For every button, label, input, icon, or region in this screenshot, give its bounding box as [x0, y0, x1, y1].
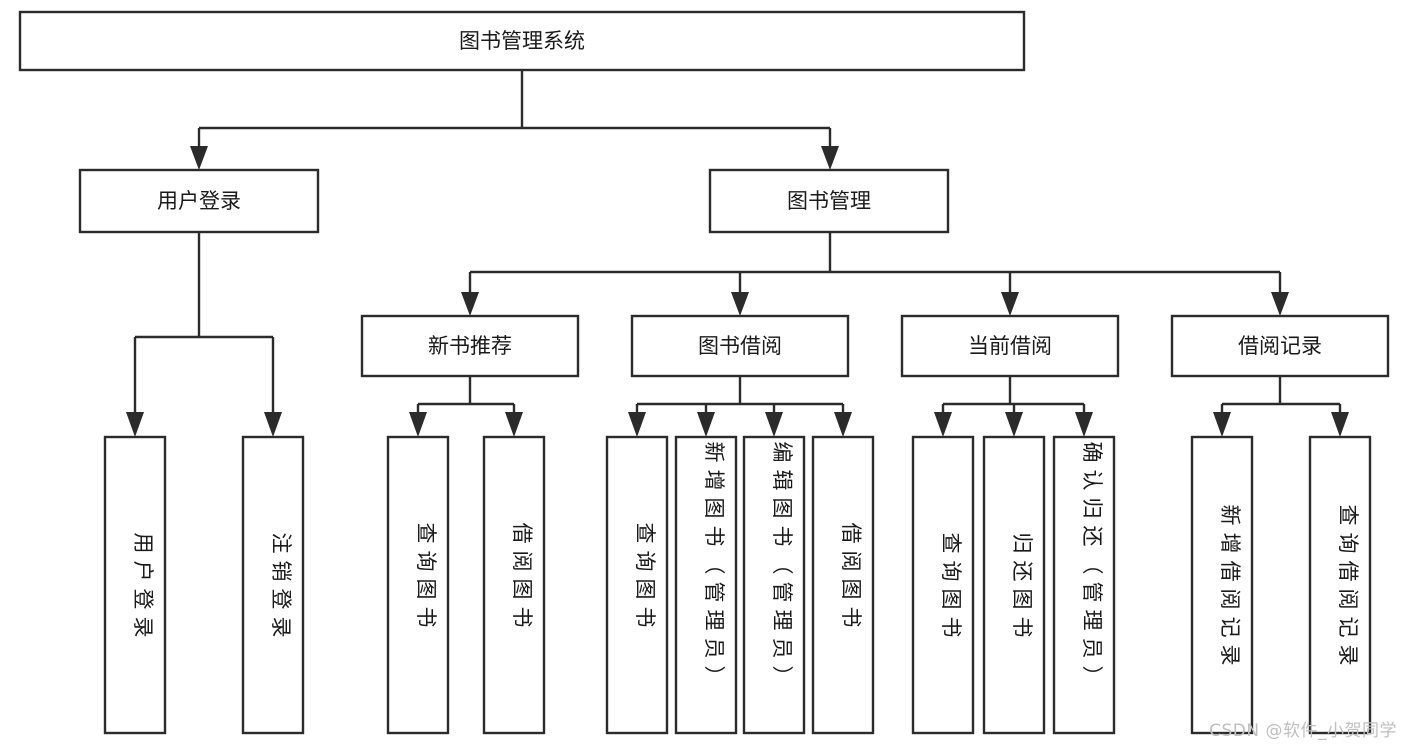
node-leaf-query-book-2-box[interactable] — [605, 435, 669, 735]
node-leaf-add-borrow-record[interactable]: 新增借阅记录 — [1190, 435, 1254, 735]
arrow-head-leaf-query-borrow-record — [1331, 412, 1349, 437]
node-borrow-record[interactable]: 借阅记录 — [1170, 314, 1390, 378]
node-leaf-edit-book[interactable]: 编辑图书（管理员） — [742, 435, 806, 735]
arrow-head-book-borrow — [731, 292, 749, 316]
node-leaf-borrow-book-2-label: 借阅图书 — [839, 523, 863, 628]
node-leaf-confirm-return-box[interactable] — [1052, 435, 1116, 735]
node-leaf-user-login[interactable]: 用户登录 — [103, 435, 167, 735]
arrow-head-user-login — [190, 146, 208, 170]
node-leaf-confirm-return-label: 确认归还（管理员） — [1080, 442, 1104, 687]
node-leaf-add-borrow-record-label: 新增借阅记录 — [1218, 505, 1242, 666]
node-leaf-borrow-book-1[interactable]: 借阅图书 — [482, 435, 546, 735]
node-leaf-query-book-1-label: 查询图书 — [414, 523, 438, 628]
arrow-head-leaf-query-book-1 — [409, 412, 427, 437]
node-root-label: 图书管理系统 — [459, 29, 585, 53]
arrow-head-leaf-add-book — [697, 412, 715, 437]
node-current-borrow-label: 当前借阅 — [968, 334, 1052, 358]
node-new-book-recommend-label: 新书推荐 — [428, 334, 512, 358]
node-leaf-borrow-book-2[interactable]: 借阅图书 — [811, 435, 875, 735]
node-leaf-return-book-box[interactable] — [982, 435, 1046, 735]
node-leaf-borrow-book-1-label: 借阅图书 — [510, 523, 534, 628]
arrow-head-leaf-user-login — [126, 412, 144, 437]
arrow-head-leaf-return-book — [1005, 412, 1023, 437]
node-root-box[interactable] — [18, 10, 1026, 72]
node-leaf-user-login-label: 用户登录 — [131, 533, 155, 638]
node-leaf-query-borrow-record-label: 查询借阅记录 — [1336, 505, 1360, 666]
node-leaf-borrow-book-2-box[interactable] — [811, 435, 875, 735]
node-leaf-add-book-box[interactable] — [674, 435, 738, 735]
node-leaf-edit-book-label: 编辑图书（管理员） — [770, 442, 794, 687]
node-borrow-record-label: 借阅记录 — [1238, 334, 1322, 358]
node-new-book-recommend-box[interactable] — [360, 314, 580, 378]
node-book-manage-box[interactable] — [708, 168, 950, 234]
node-leaf-return-book-label: 归还图书 — [1010, 533, 1034, 638]
node-user-login-box[interactable] — [78, 168, 320, 234]
arrow-head-leaf-query-book-2 — [628, 412, 646, 437]
node-leaf-query-book-1[interactable]: 查询图书 — [386, 435, 450, 735]
arrow-head-borrow-record — [1271, 292, 1289, 316]
node-leaf-add-book-label: 新增图书（管理员） — [702, 442, 726, 687]
node-leaf-return-book[interactable]: 归还图书 — [982, 435, 1046, 735]
arrow-head-leaf-query-book-3 — [934, 412, 952, 437]
node-leaf-query-book-3-label: 查询图书 — [939, 533, 963, 638]
node-leaf-query-borrow-record-box[interactable] — [1308, 435, 1372, 735]
node-new-book-recommend[interactable]: 新书推荐 — [360, 314, 580, 378]
arrow-head-leaf-borrow-book-2 — [834, 412, 852, 437]
node-book-borrow[interactable]: 图书借阅 — [630, 314, 850, 378]
node-leaf-query-book-3[interactable]: 查询图书 — [911, 435, 975, 735]
node-leaf-add-book[interactable]: 新增图书（管理员） — [674, 435, 738, 735]
node-leaf-user-login-box[interactable] — [103, 435, 167, 735]
node-leaf-user-logout-label: 注销登录 — [269, 533, 293, 638]
node-book-manage[interactable]: 图书管理 — [708, 168, 950, 234]
node-current-borrow-box[interactable] — [900, 314, 1120, 378]
arrow-head-leaf-user-logout — [264, 412, 282, 437]
node-root[interactable]: 图书管理系统 — [18, 10, 1026, 72]
node-leaf-edit-book-box[interactable] — [742, 435, 806, 735]
node-leaf-query-book-1-box[interactable] — [386, 435, 450, 735]
node-leaf-add-borrow-record-box[interactable] — [1190, 435, 1254, 735]
arrow-head-leaf-borrow-book-1 — [505, 412, 523, 437]
node-user-login-label: 用户登录 — [157, 189, 241, 213]
arrow-head-leaf-add-borrow-record — [1213, 412, 1231, 437]
arrow-head-leaf-confirm-return — [1075, 412, 1093, 437]
node-leaf-user-logout-box[interactable] — [241, 435, 305, 735]
node-book-borrow-box[interactable] — [630, 314, 850, 378]
node-book-borrow-label: 图书借阅 — [698, 334, 782, 358]
node-current-borrow[interactable]: 当前借阅 — [900, 314, 1120, 378]
node-leaf-query-book-2-label: 查询图书 — [633, 523, 657, 628]
node-leaf-borrow-book-1-box[interactable] — [482, 435, 546, 735]
arrow-head-new-book-recommend — [461, 292, 479, 316]
arrow-head-current-borrow — [1001, 292, 1019, 316]
node-leaf-query-borrow-record[interactable]: 查询借阅记录 — [1308, 435, 1372, 735]
node-leaf-query-book-3-box[interactable] — [911, 435, 975, 735]
connector-layer — [126, 70, 1349, 437]
node-leaf-query-book-2[interactable]: 查询图书 — [605, 435, 669, 735]
arrow-head-book-manage — [821, 146, 839, 170]
node-leaf-user-logout[interactable]: 注销登录 — [241, 435, 305, 735]
node-borrow-record-box[interactable] — [1170, 314, 1390, 378]
node-book-manage-label: 图书管理 — [787, 189, 871, 213]
arrow-head-leaf-edit-book — [765, 412, 783, 437]
node-user-login[interactable]: 用户登录 — [78, 168, 320, 234]
node-leaf-confirm-return[interactable]: 确认归还（管理员） — [1052, 435, 1116, 735]
